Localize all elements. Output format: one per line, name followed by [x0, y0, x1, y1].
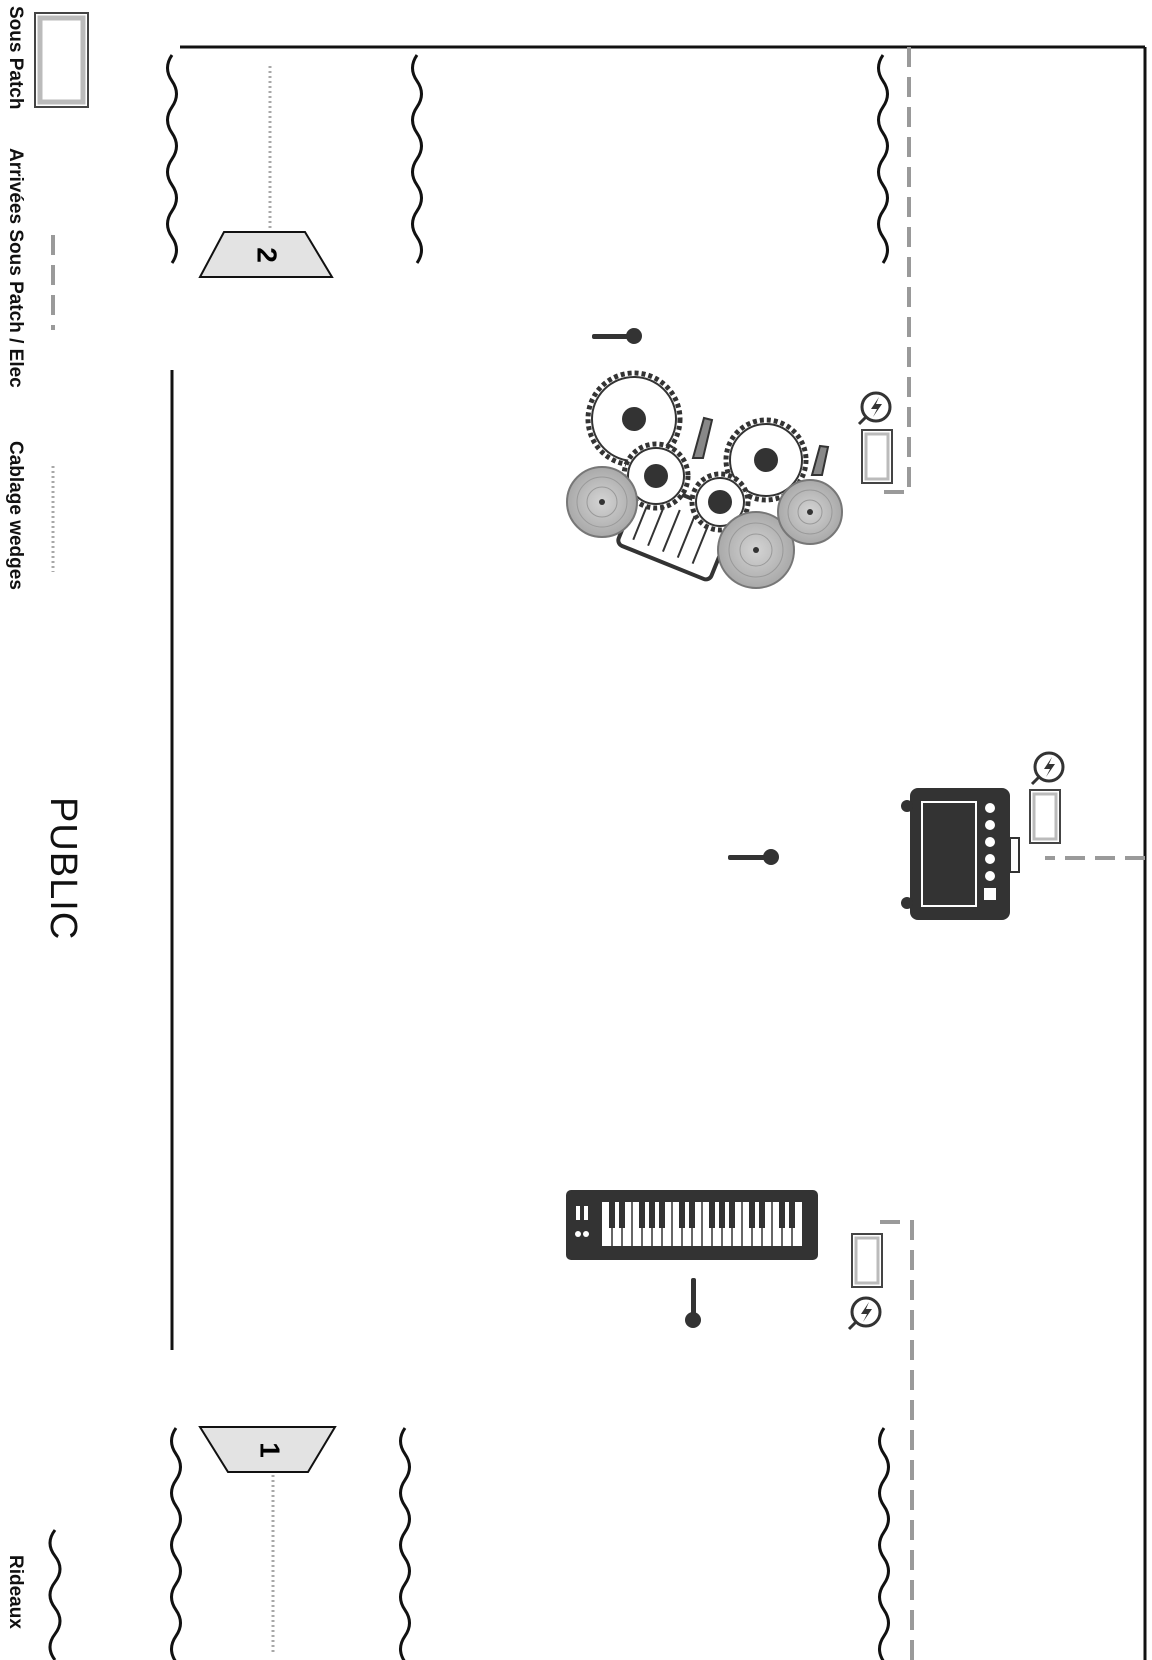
sous-patch-amp [1029, 789, 1061, 844]
wedge-2-number: 2 [252, 247, 283, 263]
keyboard-black-key [679, 1202, 685, 1228]
cymbal-icon [777, 479, 843, 545]
keyboard-black-key [729, 1202, 735, 1228]
sous-patch-keys [851, 1233, 883, 1288]
curtain-bottom-3 [878, 1427, 890, 1660]
vocal-mic-icon [592, 328, 642, 344]
curtain-bottom-2 [399, 1427, 411, 1660]
wedge-1: 1 [198, 1426, 337, 1473]
power-icon [847, 1296, 882, 1331]
vocal-mic-icon [728, 849, 779, 865]
keyboard-icon [566, 1190, 818, 1260]
stage-outline [170, 45, 1147, 1660]
curtains [166, 54, 890, 1660]
legend-sous-patch-icon [34, 12, 89, 108]
keyboard-black-key [639, 1202, 645, 1228]
curtain-top-1 [166, 54, 178, 264]
keyboard-black-key [759, 1202, 765, 1228]
keyboard-black-key [719, 1202, 725, 1228]
wedge-1-number: 1 [255, 1442, 286, 1458]
cymbal-icon [717, 511, 795, 589]
legend-rideaux-curtain-icon [48, 1529, 62, 1660]
keyboard-black-key [659, 1202, 665, 1228]
keyboard-black-key [779, 1202, 785, 1228]
power-icon [1030, 751, 1065, 786]
arrival-line-drums [880, 47, 911, 494]
keyboard-black-key [609, 1202, 615, 1228]
keyboard-black-key [689, 1202, 695, 1228]
keyboard-black-key [749, 1202, 755, 1228]
wedge-2: 2 [198, 231, 334, 278]
arrival-line-keys [870, 1220, 914, 1660]
keyboard-keys [609, 1202, 795, 1246]
power-icon [857, 391, 892, 426]
legend-graphics [34, 12, 89, 1660]
keyboard-black-key [619, 1202, 625, 1228]
keyboard-black-key [709, 1202, 715, 1228]
curtain-top-2 [411, 54, 423, 264]
keyboard-black-key [649, 1202, 655, 1228]
cymbal-icon [566, 466, 638, 538]
curtain-bottom-1 [170, 1427, 182, 1660]
vocal-mic-icon [685, 1278, 701, 1328]
keyboard-black-key [789, 1202, 795, 1228]
curtain-top-3 [877, 54, 889, 264]
sous-patch-drums [861, 429, 893, 484]
guitar-amp-icon [901, 788, 1020, 920]
drum-kit-icon [566, 370, 843, 589]
